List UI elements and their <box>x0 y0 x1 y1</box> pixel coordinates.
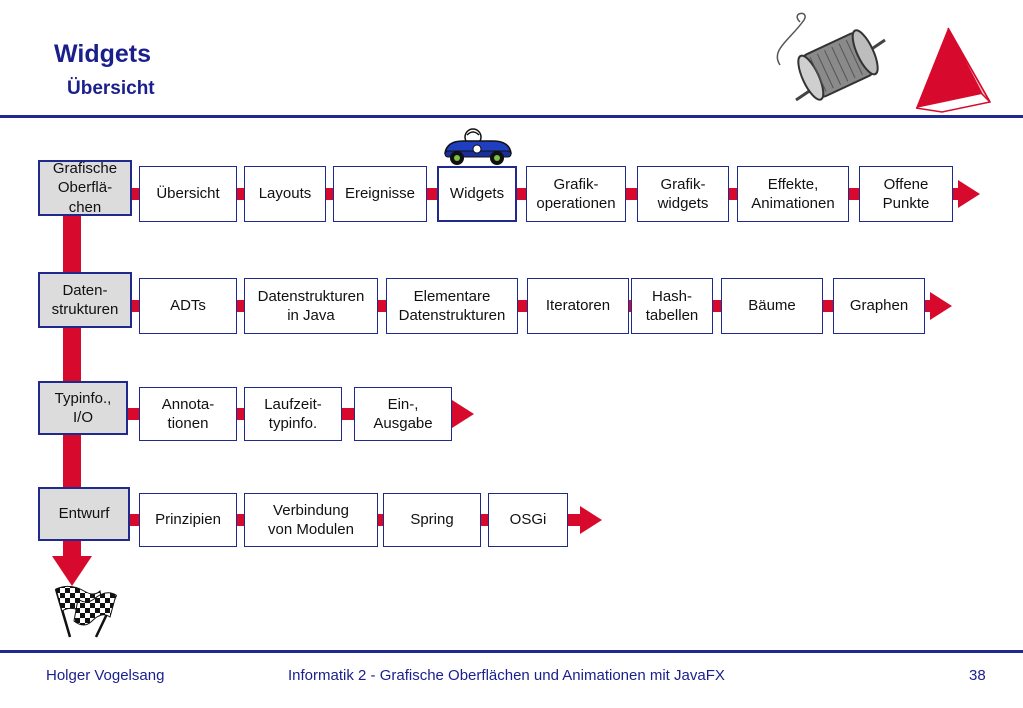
category-box[interactable]: Daten- strukturen <box>38 272 132 328</box>
topic-box[interactable]: Bäume <box>721 278 823 334</box>
red-tent-logo-icon <box>915 27 992 113</box>
thread-spool-icon <box>776 12 886 102</box>
lane-arrow-head <box>958 180 980 208</box>
topic-box[interactable]: Ereignisse <box>333 166 427 222</box>
topic-box[interactable]: Grafik- widgets <box>637 166 729 222</box>
race-car-icon <box>444 128 512 165</box>
topic-box[interactable]: Spring <box>383 493 481 547</box>
topic-box[interactable]: ADTs <box>139 278 237 334</box>
topic-box[interactable]: Iteratoren <box>527 278 629 334</box>
checkered-flags-icon <box>54 585 118 638</box>
topic-box[interactable]: Verbindung von Modulen <box>244 493 378 547</box>
topic-box[interactable]: Widgets <box>437 166 517 222</box>
category-box[interactable]: Grafische Oberflä- chen <box>38 160 132 216</box>
topic-box[interactable]: Prinzipien <box>139 493 237 547</box>
topic-box[interactable]: Layouts <box>244 166 326 222</box>
footer-page-number: 38 <box>969 667 986 684</box>
topic-box[interactable]: Hash- tabellen <box>631 278 713 334</box>
footer-author: Holger Vogelsang <box>46 667 165 684</box>
topic-box[interactable]: OSGi <box>488 493 568 547</box>
header-divider <box>0 115 1023 118</box>
topic-box[interactable]: Annota- tionen <box>139 387 237 441</box>
topic-box[interactable]: Ein-, Ausgabe <box>354 387 452 441</box>
lane-arrow-head <box>580 506 602 534</box>
lane-arrow-head <box>930 292 952 320</box>
category-box[interactable]: Entwurf <box>38 487 130 541</box>
topic-box[interactable]: Elementare Datenstrukturen <box>386 278 518 334</box>
topic-box[interactable]: Offene Punkte <box>859 166 953 222</box>
topic-box[interactable]: Datenstrukturen in Java <box>244 278 378 334</box>
page-subtitle: Übersicht <box>67 78 155 99</box>
topic-box[interactable]: Grafik- operationen <box>526 166 626 222</box>
footer-course-title: Informatik 2 - Grafische Oberflächen und… <box>288 667 725 684</box>
topic-box[interactable]: Graphen <box>833 278 925 334</box>
topic-box[interactable]: Übersicht <box>139 166 237 222</box>
footer-divider <box>0 650 1023 653</box>
lane-arrow-head <box>452 400 474 428</box>
topic-box[interactable]: Effekte, Animationen <box>737 166 849 222</box>
page-title: Widgets <box>54 40 151 68</box>
topic-box[interactable]: Laufzeit- typinfo. <box>244 387 342 441</box>
vertical-arrow-head <box>52 556 92 586</box>
category-box[interactable]: Typinfo., I/O <box>38 381 128 435</box>
